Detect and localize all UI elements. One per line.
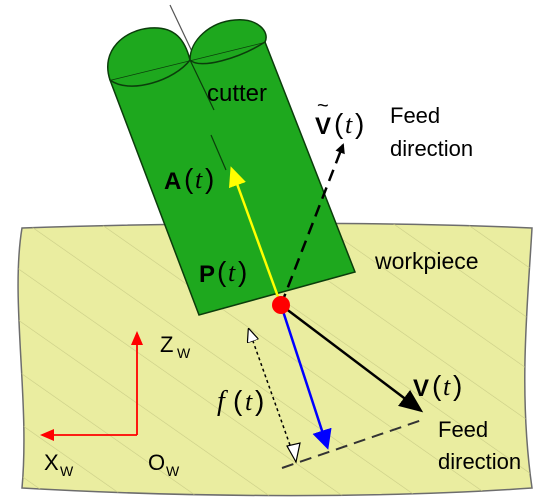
feed-direction-line	[281, 419, 423, 469]
label-P-t: P ( t )	[199, 256, 247, 288]
svg-text:): )	[355, 108, 364, 139]
label-V-tilde-t: ~ V ( t )	[315, 95, 364, 140]
workpiece-frame	[40, 331, 143, 441]
cutter-label: cutter	[207, 80, 267, 107]
label-Zw: Z W	[160, 332, 191, 361]
vector-blue	[279, 304, 332, 450]
svg-text:W: W	[166, 463, 180, 479]
workpiece-block	[17, 222, 533, 497]
label-V-t: V ( t )	[413, 370, 462, 402]
feed-direction-bottom-line1: Feed	[438, 417, 488, 442]
svg-text:(: (	[184, 163, 194, 194]
svg-text:W: W	[60, 463, 74, 479]
svg-text:W: W	[177, 345, 191, 361]
svg-text:): )	[255, 385, 264, 416]
svg-text:): )	[453, 370, 462, 401]
svg-text:(: (	[334, 108, 344, 139]
svg-text:(: (	[217, 256, 227, 287]
svg-text:(: (	[432, 370, 442, 401]
dimension-f	[249, 330, 297, 463]
axis-vector-A	[228, 166, 283, 306]
label-f-t: f ( t )	[217, 385, 264, 417]
svg-text:(: (	[233, 385, 243, 416]
feed-direction-top-line1: Feed	[390, 103, 440, 128]
label-A-t: A ( t )	[164, 163, 214, 195]
vector-V	[280, 304, 424, 413]
svg-text:): )	[238, 256, 247, 287]
svg-text:): )	[205, 163, 214, 194]
feed-direction-top-line2: direction	[390, 136, 473, 161]
svg-text:X: X	[44, 450, 59, 475]
svg-text:t: t	[228, 258, 236, 287]
svg-text:V: V	[315, 113, 331, 140]
svg-text:t: t	[245, 387, 253, 416]
svg-text:t: t	[345, 110, 353, 139]
dimension-f-end-arrow	[286, 442, 301, 464]
svg-text:V: V	[413, 375, 429, 402]
vector-V-tilde	[279, 143, 345, 306]
feed-direction-bottom-line2: direction	[438, 449, 521, 474]
contact-point-P	[272, 296, 290, 314]
svg-text:~: ~	[317, 95, 329, 117]
svg-text:t: t	[195, 165, 203, 194]
svg-text:O: O	[148, 450, 165, 475]
label-Xw: X W	[44, 450, 74, 479]
label-Ow: O W	[148, 450, 180, 479]
svg-text:Z: Z	[160, 332, 173, 357]
workpiece-label: workpiece	[374, 248, 479, 274]
svg-text:A: A	[164, 168, 181, 195]
svg-text:f: f	[217, 386, 228, 417]
svg-text:t: t	[443, 372, 451, 401]
svg-text:P: P	[199, 261, 215, 288]
